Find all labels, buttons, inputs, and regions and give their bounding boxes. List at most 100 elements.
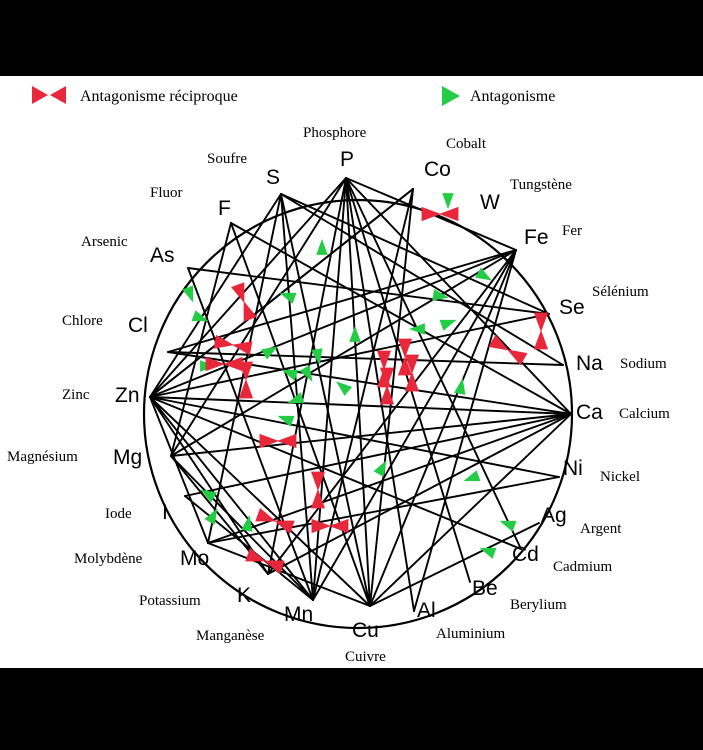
antagonism-marker-4 [279, 292, 297, 304]
legend-single-label: Antagonisme [470, 88, 555, 105]
mutual-antagonism-marker-9-b [404, 372, 420, 392]
mutual-antagonism-marker-4-a [238, 361, 254, 381]
antagonism-marker-20 [463, 470, 481, 482]
antagonism-marker-15 [454, 378, 466, 395]
element-name-F: Fluor [150, 185, 183, 201]
link-Cl-Fe [167, 249, 517, 353]
mutual-antagonism-marker-11-b [277, 433, 297, 449]
link-Zn-Mo [149, 396, 209, 544]
antagonism-marker-16 [336, 381, 352, 396]
link-Zn-Cd [149, 396, 522, 550]
mutual-antagonism-marker-7-b [397, 356, 413, 376]
periodic-circle [142, 198, 574, 630]
element-symbol-Mg: Mg [113, 446, 142, 469]
element-name-As: Arsenic [81, 234, 128, 250]
antagonism-markers [182, 193, 549, 574]
element-name-Ni: Nickel [600, 469, 640, 485]
mutual-antagonism-marker-14-b [329, 518, 349, 534]
mutual-antagonism-marker-3-b [223, 356, 243, 372]
mutual-antagonism-marker-14-a [311, 518, 331, 534]
element-symbol-Co: Co [424, 158, 451, 181]
antagonism-marker-3 [182, 285, 194, 303]
mutual-antagonism-marker-1-a [231, 282, 245, 303]
element-symbol-P: P [340, 148, 354, 171]
link-S-Na [280, 193, 564, 366]
element-name-I: Iode [105, 506, 132, 522]
element-name-Ag: Argent [580, 521, 622, 537]
link-Zn-Mn [149, 396, 314, 601]
link-Mn-Fe [312, 249, 517, 601]
link-Ni-Mo [207, 476, 560, 544]
mutual-antagonism-marker-6-a [488, 334, 509, 351]
element-symbol-Se: Se [559, 296, 585, 319]
antagonism-marker-2 [475, 267, 492, 281]
element-name-Cd: Cadmium [553, 559, 612, 575]
element-symbol-Cd: Cd [512, 543, 539, 566]
link-Ag-Cu [369, 522, 540, 607]
antagonism-marker-22 [204, 508, 218, 525]
element-symbol-Ni: Ni [563, 457, 583, 480]
mutual-antagonism-marker-13-b [274, 520, 295, 534]
element-symbol-F: F [218, 197, 231, 220]
link-Mo-Ca [207, 413, 572, 544]
element-antagonism-diagram: Antagonisme réciproque Antagonisme P Phos… [7, 86, 670, 665]
element-name-Al: Aluminium [436, 626, 506, 642]
antagonism-marker-18 [277, 415, 295, 427]
mutual-antagonism-marker-8-a [376, 350, 392, 370]
legend-mutual-label: Antagonisme réciproque [80, 88, 238, 105]
element-symbol-W: W [480, 191, 500, 214]
element-name-Mo: Molybdène [74, 551, 143, 567]
element-symbol-Mn: Mn [284, 603, 313, 626]
link-Cu-Fe [369, 249, 517, 607]
element-name-Fe: Fer [562, 223, 582, 239]
element-name-Ca: Calcium [619, 406, 670, 422]
mutual-antagonism-marker-10-a [379, 367, 395, 387]
antagonism-marker-11 [311, 348, 323, 365]
mutual-antagonism-marker-15-b [264, 560, 285, 574]
diagram-panel: Antagonisme réciproque Antagonisme P Phos… [0, 76, 703, 668]
mutual-antagonism-marker-15-a [245, 548, 266, 562]
antagonism-marker-9 [349, 326, 361, 342]
link-Zn-K [149, 396, 269, 575]
mutual-antagonism-marker-3-a [205, 356, 225, 372]
mutual-antagonism-marker-12-b [310, 489, 326, 509]
element-symbol-Ag: Ag [541, 504, 567, 527]
link-Zn-Cu [149, 396, 371, 607]
element-symbol-Al: Al [417, 599, 436, 622]
mutual-antagonism-marker-12-a [310, 471, 326, 491]
link-Cl-Na [167, 351, 564, 366]
mutual-antagonism-marker-10-b [379, 385, 395, 405]
element-symbol-Fe: Fe [524, 226, 549, 249]
mutual-antagonism-marker-5-a [533, 312, 549, 332]
antagonism-marker-14 [299, 365, 313, 382]
link-P-Ca [345, 177, 572, 415]
link-Al-Fe [413, 249, 517, 612]
link-Zn-Fe [149, 249, 517, 398]
legend: Antagonisme réciproque Antagonisme [32, 86, 555, 106]
element-symbol-Be: Be [472, 577, 498, 600]
element-symbol-Ca: Ca [576, 401, 603, 424]
mutual-antagonism-marker-13-a [255, 508, 276, 522]
mutual-antagonism-marker-11-a [259, 433, 279, 449]
link-As-Se [187, 267, 550, 315]
element-name-Cl: Chlore [62, 313, 103, 329]
element-name-Mg: Magnésium [7, 449, 78, 465]
mutual-antagonism-marker-2-b [232, 341, 253, 356]
link-I-Ca [184, 413, 572, 497]
element-name-W: Tungstène [510, 177, 572, 193]
mutual-antagonism-marker-7-a [397, 338, 413, 358]
element-symbol-Mo: Mo [180, 547, 209, 570]
element-name-P: Phosphore [303, 125, 367, 141]
element-symbol-Cl: Cl [128, 314, 148, 337]
mutual-antagonism-marker-4-b [238, 379, 254, 399]
antagonism-marker-1 [316, 239, 328, 255]
mutual-antagonism-marker-2-a [213, 334, 234, 349]
link-S-Cu [280, 193, 371, 607]
antagonism-marker-23 [241, 515, 253, 532]
element-symbol-Na: Na [576, 352, 603, 375]
link-Mg-Mn [170, 455, 314, 601]
element-name-S: Soufre [207, 151, 247, 167]
antagonism-marker-6 [439, 319, 457, 331]
link-Zn-Se [149, 313, 550, 398]
link-Cu-Ca [369, 413, 572, 607]
